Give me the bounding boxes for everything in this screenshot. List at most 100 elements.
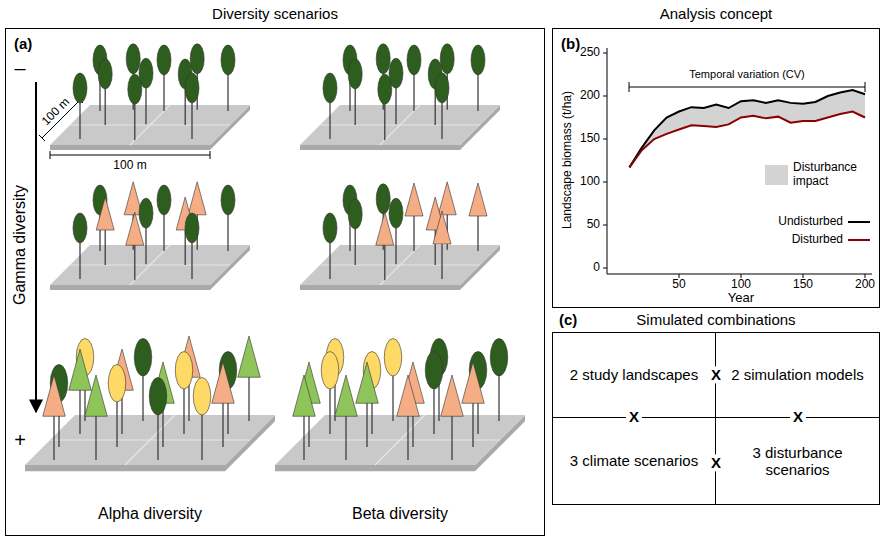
times-sign: X [708,454,724,471]
landscape-plane [300,44,500,150]
tree [490,339,508,422]
tick-label: 0 [593,261,600,275]
quadrant-lines [320,105,480,145]
legend-swatch [765,165,788,185]
axes [607,48,872,274]
tree [212,362,235,447]
tree [193,378,211,461]
impact-area [629,90,865,167]
axis-title: Landscape biomass (t/ha) [561,91,575,229]
tree [348,199,362,265]
y-tick [603,139,607,140]
tick-label: 150 [580,132,600,146]
tree [134,339,152,422]
panel-heading: Simulated combinations [636,311,795,328]
table-cell: 2 study landscapes [553,333,716,418]
tree [389,198,403,264]
landscape-plane [50,182,250,290]
tree [335,375,358,460]
tree [321,352,339,435]
tree [471,45,485,111]
y-tick [603,182,607,183]
plane-top [25,415,275,465]
plane-side [275,415,525,471]
tree [185,73,199,139]
tick-label: 100 [731,278,751,292]
legend-line [848,221,870,223]
tree [139,198,153,264]
panel-letter: (a) [14,35,32,52]
axis-title: Year [728,291,754,306]
tree [323,73,337,139]
scenario-label: Alpha diversity [98,505,202,523]
table-cell: 3 disturbance scenarios [716,418,879,504]
tree [43,375,66,460]
scenario-label: Beta diversity [352,505,448,523]
panel-box: (c)Simulated combinations2 study landsca… [552,332,880,505]
tree [407,45,421,111]
tree [378,74,392,140]
tick-label: 100 [580,175,600,189]
cell-text: 3 disturbance scenarios [728,444,867,479]
tree [433,211,451,279]
tree [348,59,362,125]
times-sign: X [626,408,642,425]
legend-line [848,239,870,241]
tree [98,59,112,125]
gradient-sign: + [14,429,26,452]
tick-label: 50 [587,218,600,232]
tree [356,362,379,447]
cell-text: 2 study landscapes [570,366,698,383]
quadrant-lines [70,105,230,145]
tree [462,362,485,447]
times-sign: X [708,366,724,383]
tree [293,375,316,460]
forest-landscapes [25,44,525,471]
bracket-label: Temporal variation (CV) [689,68,805,81]
tick-label: 200 [855,278,875,292]
tree [149,378,167,461]
legend-text: Disturbance impact [793,161,871,189]
tree [469,183,487,251]
quadrant-lines [320,245,480,285]
cell-text: 2 simulation models [731,366,864,383]
cv-bracket [629,82,865,92]
legend-text: Disturbed [792,233,843,247]
panel-heading: Diversity scenarios [212,5,338,22]
tree [376,212,394,280]
tree [405,183,423,251]
tree [128,74,142,140]
dimension-label: 100 m [113,159,146,173]
cell-text: 3 climate scenarios [570,452,698,469]
tree [221,45,235,111]
tree [323,213,337,279]
panel-heading: (c) [559,311,577,328]
legend-text: Undisturbed [778,215,843,229]
y-tick [603,268,607,269]
y-tick [603,96,607,97]
tree [157,45,171,111]
plane-top [275,415,525,465]
biomass-chart [603,48,872,278]
tree [96,197,114,265]
tick-label: 200 [580,89,600,103]
table-cell: 3 climate scenarios [553,418,716,504]
tree [108,365,126,448]
panel-letter: (b) [561,35,580,52]
panel-box: Diversity scenarios(a) [5,28,545,536]
tree [185,213,199,279]
tree [85,375,108,460]
tree [175,352,193,435]
tree [425,352,443,435]
landscape-plane [25,336,275,471]
tree [73,213,87,279]
tree [397,375,420,460]
disturbed-line [629,111,865,167]
tree [157,185,171,251]
landscape-plane [300,182,500,290]
landscape-plane [275,339,525,472]
plane-side [25,415,275,471]
panel-heading: Analysis concept [660,5,773,22]
y-tick [603,53,607,54]
